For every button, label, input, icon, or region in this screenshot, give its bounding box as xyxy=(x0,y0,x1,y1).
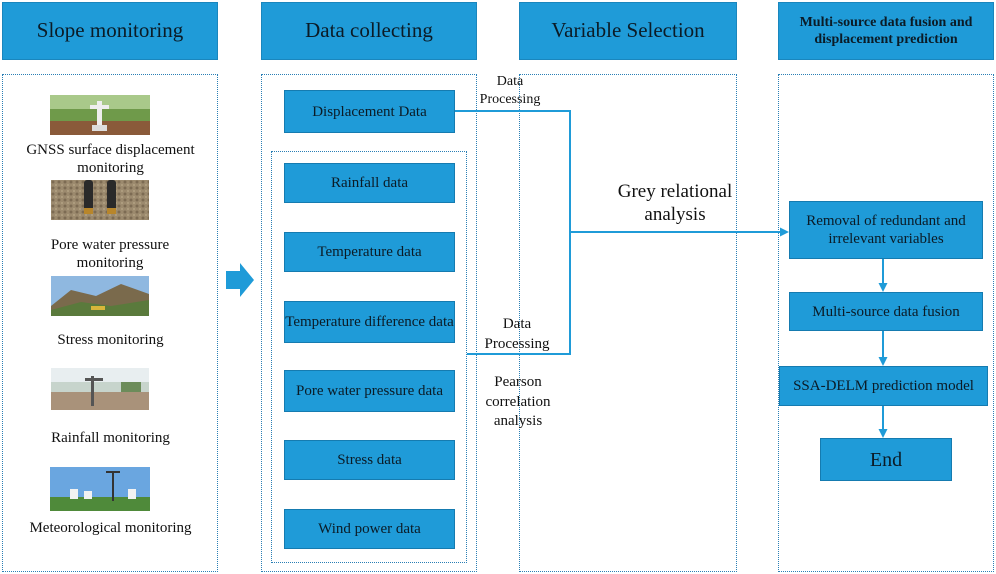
box-stress-data: Stress data xyxy=(284,440,455,480)
panel-fusion xyxy=(778,74,994,572)
label-data-processing-bottom: Data Processing xyxy=(484,316,550,352)
slope-landscape-photo xyxy=(51,276,149,316)
box-multi-source-fusion: Multi-source data fusion xyxy=(789,292,983,331)
label-pearson: Pearson correlation analysis xyxy=(485,374,551,429)
label-grey-relational: Grey relational analysis xyxy=(617,181,733,225)
box-displacement-data: Displacement Data xyxy=(284,90,455,133)
panel-data-group xyxy=(271,151,467,563)
label-data-processing-top: Data Processing xyxy=(479,74,541,108)
box-temperature-data: Temperature data xyxy=(284,232,455,272)
caption-meteorological: Meteorological monitoring xyxy=(29,520,192,536)
gnss-station-photo xyxy=(50,95,150,135)
box-rainfall-data: Rainfall data xyxy=(284,163,455,203)
pore-pressure-sensor-photo xyxy=(51,180,149,220)
header-data-collecting: Data collecting xyxy=(261,2,477,60)
caption-rainfall: Rainfall monitoring xyxy=(51,430,170,446)
box-removal-variables: Removal of redundant and irrelevant vari… xyxy=(789,201,983,259)
panel-slope-monitoring xyxy=(2,74,218,572)
header-variable-selection: Variable Selection xyxy=(519,2,737,60)
header-slope-monitoring: Slope monitoring xyxy=(2,2,218,60)
caption-gnss: GNSS surface displacement monitoring xyxy=(26,142,195,176)
box-pore-water-data: Pore water pressure data xyxy=(284,370,455,412)
weather-station-photo xyxy=(50,467,150,511)
box-end: End xyxy=(820,438,952,481)
box-ssa-delm-model: SSA-DELM prediction model xyxy=(779,366,988,406)
header-fusion: Multi-source data fusion and displacemen… xyxy=(778,2,994,60)
caption-pore-water: Pore water pressure monitoring xyxy=(50,237,170,271)
caption-stress: Stress monitoring xyxy=(57,332,164,348)
rain-gauge-photo xyxy=(51,368,149,410)
box-temperature-difference-data: Temperature difference data xyxy=(284,301,455,343)
box-wind-power-data: Wind power data xyxy=(284,509,455,549)
